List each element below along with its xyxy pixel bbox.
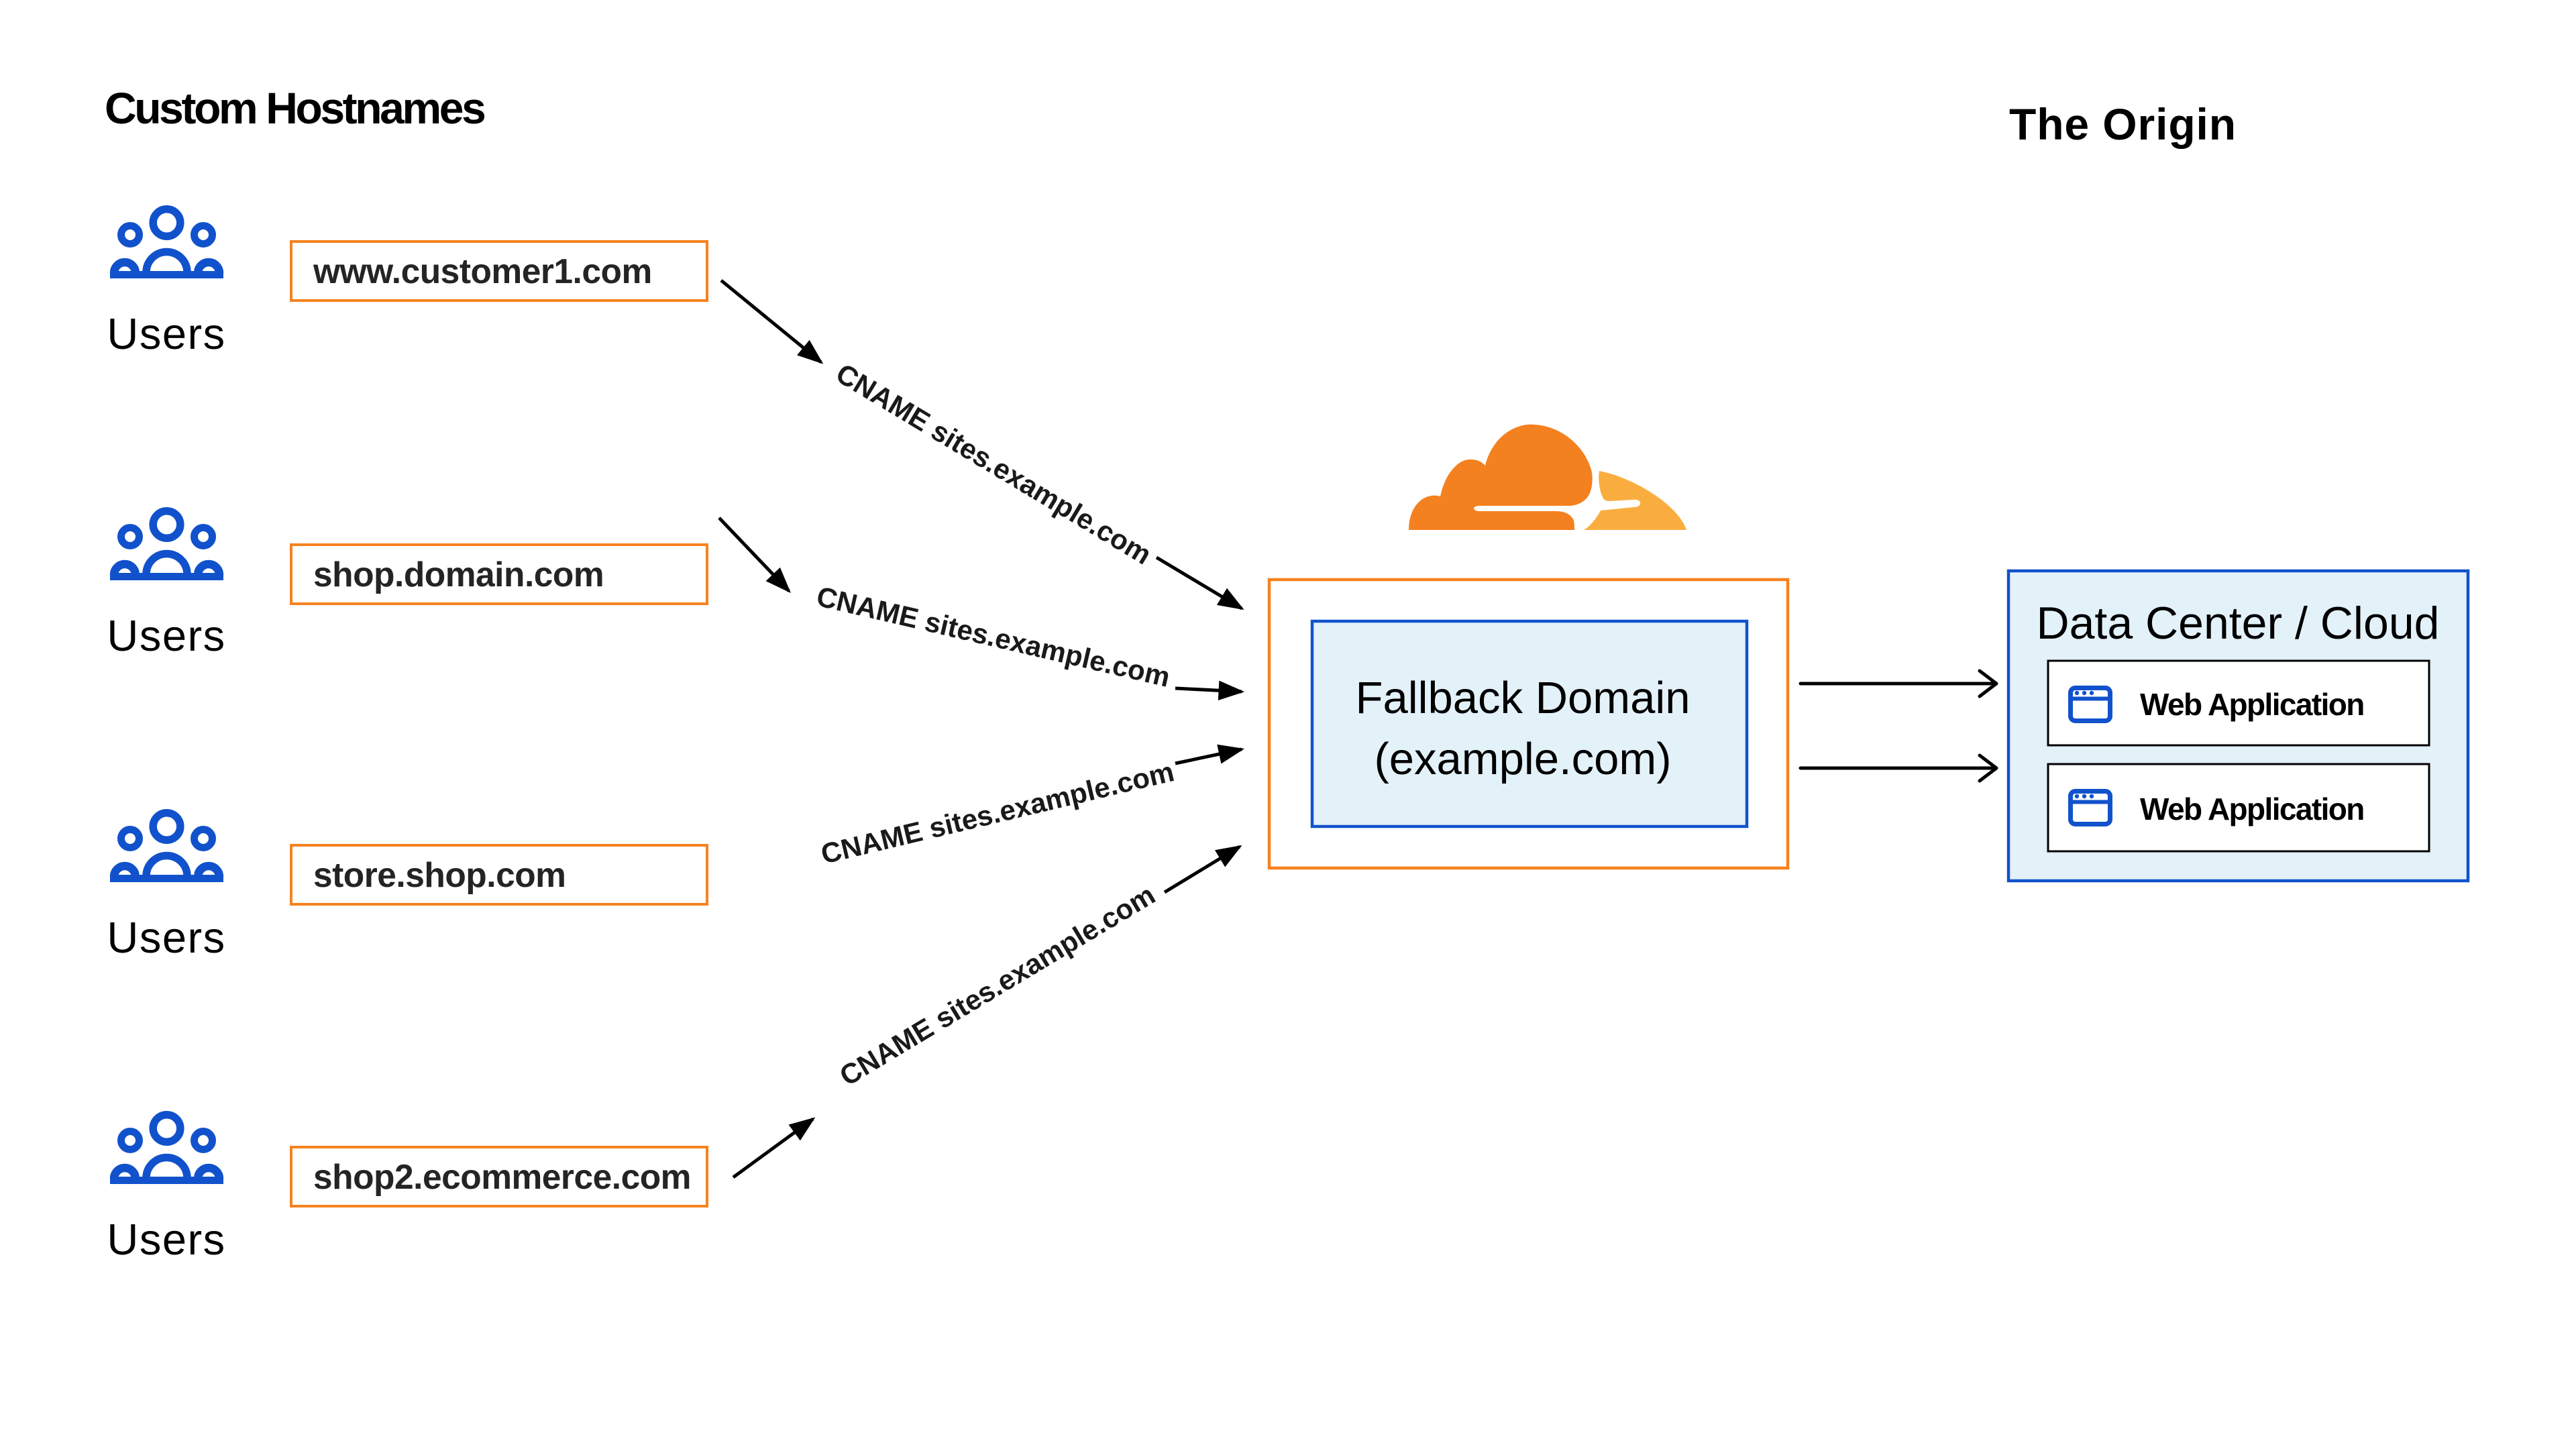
- svg-text:shop2.ecommerce.com: shop2.ecommerce.com: [313, 1157, 691, 1196]
- svg-text:Users: Users: [107, 1215, 225, 1264]
- svg-text:The Origin: The Origin: [2009, 99, 2237, 149]
- svg-text:www.customer1.com: www.customer1.com: [313, 252, 652, 290]
- svg-text:Fallback Domain: Fallback Domain: [1356, 673, 1690, 723]
- svg-text:Users: Users: [107, 913, 225, 962]
- svg-text:shop.domain.com: shop.domain.com: [313, 555, 604, 594]
- svg-text:store.shop.com: store.shop.com: [313, 855, 566, 894]
- svg-text:Custom Hostnames: Custom Hostnames: [105, 83, 484, 133]
- svg-text:Web Application: Web Application: [2140, 687, 2364, 722]
- svg-text:Data Center / Cloud: Data Center / Cloud: [2037, 598, 2440, 649]
- svg-text:Users: Users: [107, 309, 225, 358]
- svg-text:Users: Users: [107, 611, 225, 660]
- svg-text:Web Application: Web Application: [2140, 792, 2364, 826]
- svg-text:(example.com): (example.com): [1374, 734, 1671, 784]
